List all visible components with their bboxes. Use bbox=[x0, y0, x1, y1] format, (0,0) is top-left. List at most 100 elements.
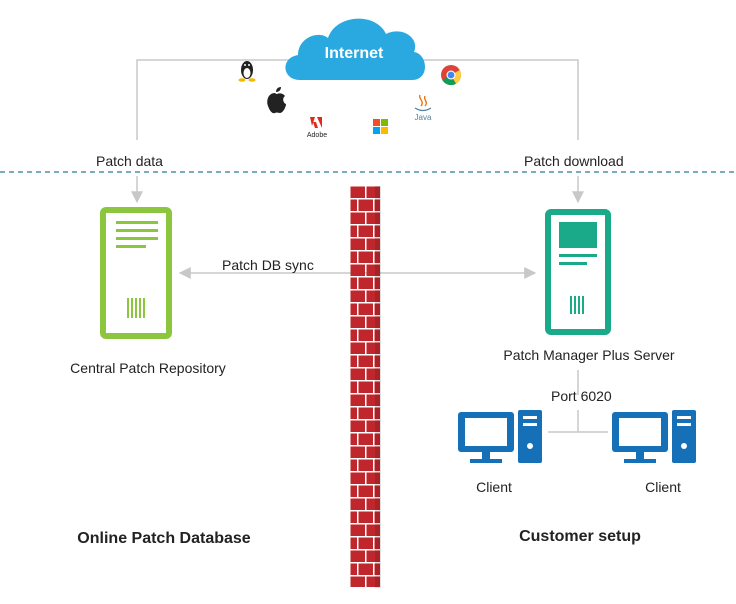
patch-data-label: Patch data bbox=[96, 153, 163, 169]
firewall-brick bbox=[358, 225, 373, 237]
firewall-brick bbox=[350, 329, 357, 341]
apple-logo-icon bbox=[267, 87, 286, 114]
firewall-brick bbox=[358, 251, 373, 263]
client-connectors bbox=[548, 370, 608, 433]
firewall-brick bbox=[374, 537, 380, 549]
firewall-brick bbox=[358, 511, 373, 523]
firewall-brick bbox=[358, 485, 373, 497]
firewall-brick bbox=[374, 225, 380, 237]
linux-logo-icon bbox=[238, 61, 256, 82]
firewall-brick bbox=[374, 485, 380, 497]
firewall-brick bbox=[374, 251, 380, 263]
firewall-brick bbox=[374, 433, 380, 445]
firewall-brick bbox=[350, 550, 365, 562]
firewall-brick bbox=[366, 264, 380, 276]
firewall-brick bbox=[366, 446, 380, 458]
firewall-brick bbox=[350, 563, 357, 575]
firewall-brick bbox=[358, 537, 373, 549]
firewall-brick bbox=[374, 199, 380, 211]
firewall-brick bbox=[350, 290, 365, 302]
firewall-brick bbox=[366, 524, 380, 536]
firewall-brick bbox=[366, 472, 380, 484]
internet-label: Internet bbox=[324, 45, 384, 62]
chrome-logo-icon bbox=[441, 65, 462, 86]
firewall-brick bbox=[350, 381, 357, 393]
firewall-brick bbox=[374, 407, 380, 419]
firewall-brick bbox=[374, 511, 380, 523]
firewall-brick bbox=[350, 251, 357, 263]
firewall-brick bbox=[350, 225, 357, 237]
firewall-brick bbox=[358, 303, 373, 315]
cloud-connectors bbox=[136, 59, 579, 140]
firewall-brick bbox=[350, 537, 357, 549]
firewall-brick bbox=[350, 212, 365, 224]
firewall-brick bbox=[358, 355, 373, 367]
firewall-brick bbox=[374, 563, 380, 575]
firewall-brick bbox=[366, 186, 380, 198]
firewall-brick bbox=[366, 394, 380, 406]
firewall-brick bbox=[374, 355, 380, 367]
firewall-brick bbox=[374, 459, 380, 471]
firewall-brick bbox=[350, 420, 365, 432]
firewall-brick bbox=[350, 407, 357, 419]
firewall-brick bbox=[366, 290, 380, 302]
firewall-brick bbox=[350, 511, 357, 523]
firewall-brick bbox=[350, 433, 357, 445]
firewall-brick bbox=[350, 368, 365, 380]
firewall-brick bbox=[366, 368, 380, 380]
firewall-brick bbox=[350, 186, 365, 198]
firewall-brick bbox=[350, 459, 357, 471]
client-left-label: Client bbox=[476, 479, 512, 495]
patch-db-sync-label: Patch DB sync bbox=[222, 257, 314, 273]
firewall-brick bbox=[350, 277, 357, 289]
firewall-brick bbox=[366, 316, 380, 328]
firewall-brick bbox=[358, 563, 373, 575]
firewall-brick bbox=[350, 394, 365, 406]
firewall-brick bbox=[374, 277, 380, 289]
pmp-server-label: Patch Manager Plus Server bbox=[503, 347, 675, 363]
firewall-brick bbox=[350, 199, 357, 211]
firewall-brick bbox=[358, 407, 373, 419]
firewall-brick bbox=[366, 342, 380, 354]
firewall-brick bbox=[358, 277, 373, 289]
firewall-brick bbox=[358, 199, 373, 211]
firewall-brick bbox=[350, 498, 365, 510]
firewall-icon bbox=[350, 186, 381, 588]
firewall-brick bbox=[358, 459, 373, 471]
svg-text:Adobe: Adobe bbox=[307, 132, 327, 139]
firewall-brick bbox=[366, 498, 380, 510]
patch-download-label: Patch download bbox=[524, 153, 624, 169]
firewall-brick bbox=[350, 342, 365, 354]
client-right-icon bbox=[612, 410, 696, 463]
firewall-brick bbox=[358, 381, 373, 393]
firewall-brick bbox=[366, 576, 380, 587]
firewall-brick bbox=[366, 238, 380, 250]
internet-cloud bbox=[285, 18, 425, 81]
windows-logo-icon bbox=[373, 119, 388, 134]
firewall-brick bbox=[358, 329, 373, 341]
firewall-brick bbox=[350, 264, 365, 276]
java-logo-icon: Java bbox=[415, 94, 432, 122]
firewall-brick bbox=[350, 446, 365, 458]
port-label: Port 6020 bbox=[551, 388, 612, 404]
firewall-brick bbox=[350, 524, 365, 536]
svg-text:Java: Java bbox=[415, 113, 432, 122]
online-patch-database-label: Online Patch Database bbox=[77, 530, 251, 547]
firewall-brick bbox=[350, 472, 365, 484]
firewall-brick bbox=[350, 355, 357, 367]
firewall-brick bbox=[350, 485, 357, 497]
firewall-brick bbox=[366, 550, 380, 562]
adobe-logo-icon: Adobe bbox=[307, 117, 327, 139]
firewall-brick bbox=[374, 381, 380, 393]
firewall-brick bbox=[350, 303, 357, 315]
client-right-label: Client bbox=[645, 479, 681, 495]
firewall-shade bbox=[375, 186, 381, 588]
firewall-brick bbox=[350, 316, 365, 328]
customer-setup-label: Customer setup bbox=[519, 528, 641, 545]
firewall-brick bbox=[366, 420, 380, 432]
firewall-brick bbox=[374, 329, 380, 341]
firewall-brick bbox=[350, 576, 365, 587]
patch-manager-server-icon bbox=[545, 209, 611, 335]
firewall-brick bbox=[374, 303, 380, 315]
